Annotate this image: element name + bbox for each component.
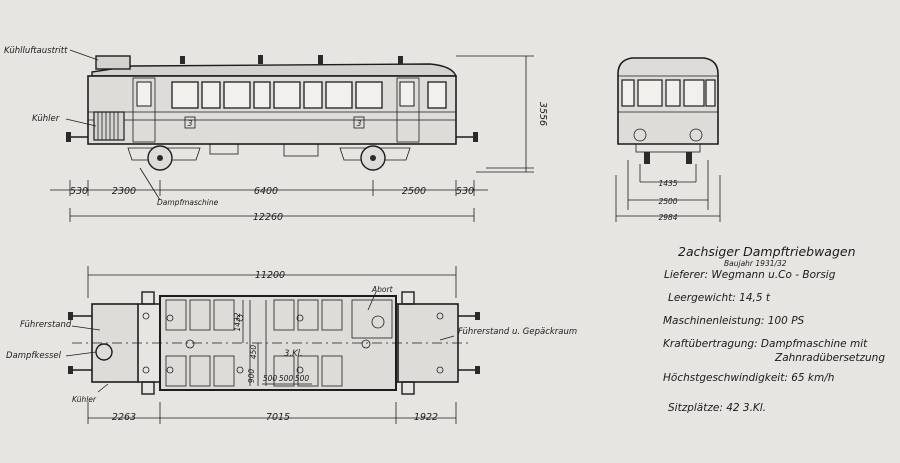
class-mark-left xyxy=(184,116,196,129)
wheelset-left xyxy=(127,145,201,171)
label-3kl: 3.Kl. xyxy=(284,349,303,359)
end-buffer-left xyxy=(633,128,647,142)
dim-7015: 7015 xyxy=(266,412,290,423)
side-roof xyxy=(91,63,458,77)
dim-530-right: 530 xyxy=(456,186,474,197)
class-mark-right-text: 3 xyxy=(357,119,362,128)
label-dampfmaschine: Dampfmaschine xyxy=(157,198,219,207)
spec-leistung: Maschinenleistung: 100 PS xyxy=(663,315,805,327)
side-windows xyxy=(171,81,447,109)
label-fuehrerstand: Führerstand xyxy=(20,320,72,330)
side-door-right xyxy=(396,77,420,143)
dim-1432: 1432 xyxy=(233,312,242,331)
dim-500-c: 500 xyxy=(295,374,310,383)
class-mark-right xyxy=(353,116,365,129)
dim-500-b: 500 xyxy=(279,374,294,383)
dim-500-a: 500 xyxy=(263,374,278,383)
underframe-box-1 xyxy=(209,143,239,155)
end-view xyxy=(615,57,721,222)
side-dims-row1 xyxy=(50,180,488,196)
side-dim-height xyxy=(456,55,534,173)
plan-fixings xyxy=(142,312,444,374)
dim-6400: 6400 xyxy=(254,186,278,197)
side-dims-row2 xyxy=(69,208,475,222)
dim-2500-side: 2500 xyxy=(402,186,426,197)
roof-vents xyxy=(180,55,403,64)
spec-kraft1: Kraftübertragung: Dampfmaschine mit xyxy=(663,338,868,350)
seats-lower xyxy=(165,355,343,387)
dim-11200: 11200 xyxy=(255,270,285,281)
dim-2300: 2300 xyxy=(112,186,136,197)
label-kuehler-side: Kühler xyxy=(32,114,60,124)
radiator xyxy=(93,111,125,141)
label-fuehrerstand-gepaeck: Führerstand u. Gepäckraum xyxy=(458,327,577,337)
dim-2984: 2984 xyxy=(658,213,677,222)
dim-530-left: 530 xyxy=(70,186,88,197)
cooling-outlet-box xyxy=(95,55,131,70)
dim-2263: 2263 xyxy=(112,412,136,423)
dim-12260: 12260 xyxy=(253,212,283,223)
spec-kraft2: Zahnradübersetzung xyxy=(774,352,885,364)
spec-geschw: Höchstgeschwindigkeit: 65 km/h xyxy=(663,372,834,384)
label-abort: Abort xyxy=(371,285,394,294)
spec-sitz: Sitzplätze: 42 3.Kl. xyxy=(668,402,766,414)
class-mark-left-text: 3 xyxy=(188,119,193,128)
seats-upper xyxy=(165,299,343,331)
dim-3556: 3556 xyxy=(537,102,548,126)
label-kuehler-plan: Kühler xyxy=(72,395,97,404)
spec-leergewicht: Leergewicht: 14,5 t xyxy=(668,292,771,304)
side-door-left xyxy=(132,77,156,143)
plan-toilet xyxy=(351,299,393,339)
title-main: 2achsiger Dampftriebwagen xyxy=(678,244,856,259)
dim-450: 450 xyxy=(249,345,258,360)
dim-1922: 1922 xyxy=(414,412,438,423)
wheelset-right xyxy=(339,145,411,171)
dim-1435: 1435 xyxy=(658,179,677,188)
title-year: Baujahr 1931/32 xyxy=(724,259,787,268)
dim-2500-end: 2500 xyxy=(658,197,677,206)
plan-view xyxy=(65,266,480,424)
side-view: 3 3 Kühlluftaustritt Kühler Dampfmaschin… xyxy=(4,46,548,223)
spec-lieferer: Lieferer: Wegmann u.Co - Borsig xyxy=(664,269,836,281)
dim-900: 900 xyxy=(247,369,256,384)
label-dampfkessel: Dampfkessel xyxy=(6,351,62,361)
end-buffer-right xyxy=(689,128,703,142)
label-kuehlluftaustritt: Kühlluftaustritt xyxy=(4,46,68,56)
underframe-box-2 xyxy=(283,143,319,157)
